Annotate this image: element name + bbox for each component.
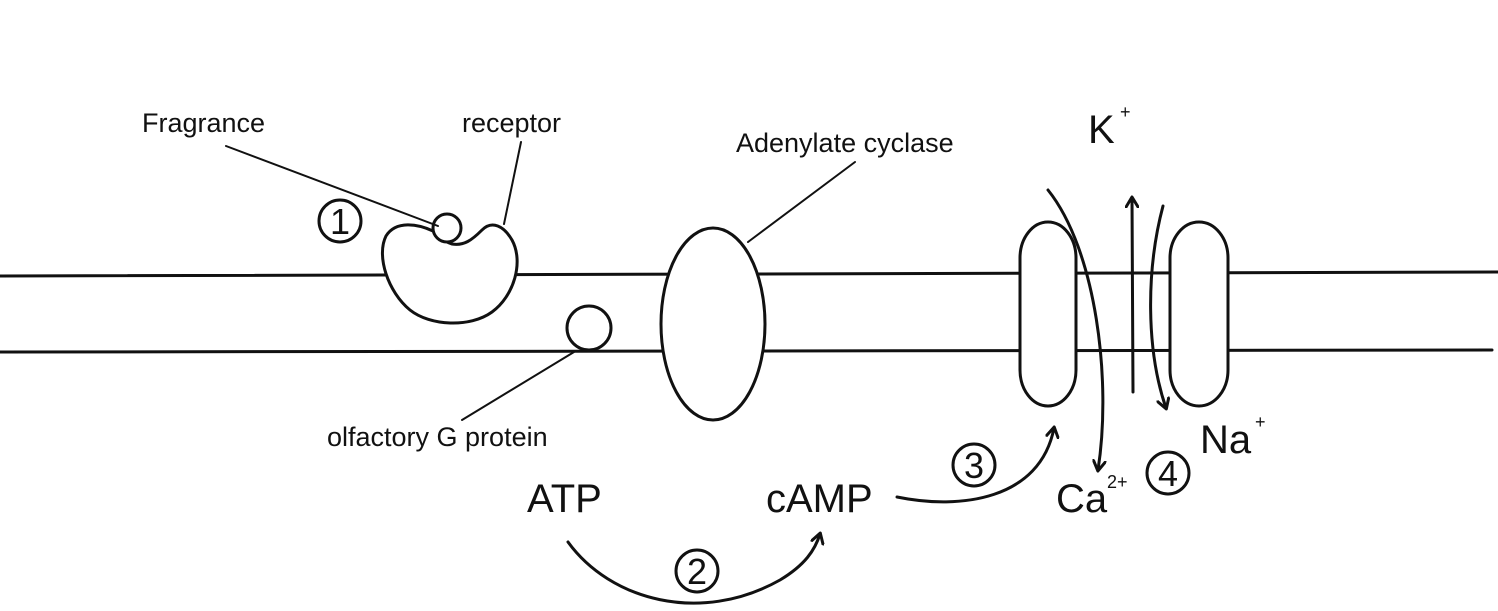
camp-label: cAMP bbox=[766, 477, 873, 521]
adenylate-cyclase-label: Adenylate cyclase bbox=[736, 128, 954, 158]
sodium-charge: + bbox=[1255, 412, 1266, 432]
potassium-charge: + bbox=[1120, 102, 1131, 122]
receptor-shape bbox=[381, 223, 519, 325]
step-2-number: 2 bbox=[687, 551, 707, 592]
adenylate-leader-line bbox=[747, 161, 856, 243]
step-4-marker: 4 bbox=[1145, 450, 1191, 496]
calcium-charge: 2+ bbox=[1107, 472, 1128, 492]
step-3-number: 3 bbox=[964, 445, 984, 486]
receptor-label: receptor bbox=[462, 108, 561, 138]
step-1-circle bbox=[317, 198, 363, 244]
step-2-circle bbox=[674, 548, 720, 594]
sodium-label: Na bbox=[1200, 418, 1252, 462]
potassium-efflux-arrow bbox=[1132, 198, 1133, 394]
camp-to-channel-arrow bbox=[895, 428, 1054, 504]
step-1-number: 1 bbox=[330, 201, 350, 242]
calcium-influx-arrow bbox=[1046, 188, 1103, 470]
step-1-marker: 1 bbox=[317, 198, 363, 244]
potassium-label: K bbox=[1088, 108, 1115, 152]
fragrance-label: Fragrance bbox=[142, 108, 265, 138]
olfactory-g-protein-label: olfactory G protein bbox=[327, 422, 548, 452]
atp-to-camp-arrow bbox=[566, 534, 820, 605]
step-4-circle bbox=[1145, 450, 1191, 496]
ion-channel-left bbox=[1018, 220, 1078, 408]
g-protein-leader-line bbox=[461, 351, 575, 421]
adenylate-cyclase-shape bbox=[659, 226, 767, 422]
sodium-influx-arrow bbox=[1149, 204, 1166, 408]
calcium-label: Ca bbox=[1056, 477, 1108, 521]
g-protein-shape bbox=[565, 304, 613, 352]
step-3-marker: 3 bbox=[951, 442, 997, 488]
fragrance-leader-line bbox=[225, 145, 439, 227]
ion-channel-right bbox=[1168, 220, 1230, 408]
step-3-circle bbox=[951, 442, 997, 488]
receptor-leader-line bbox=[503, 141, 522, 225]
fragrance-molecule bbox=[431, 212, 463, 244]
step-4-number: 4 bbox=[1158, 453, 1178, 494]
atp-label: ATP bbox=[527, 477, 602, 521]
step-2-marker: 2 bbox=[674, 548, 720, 594]
